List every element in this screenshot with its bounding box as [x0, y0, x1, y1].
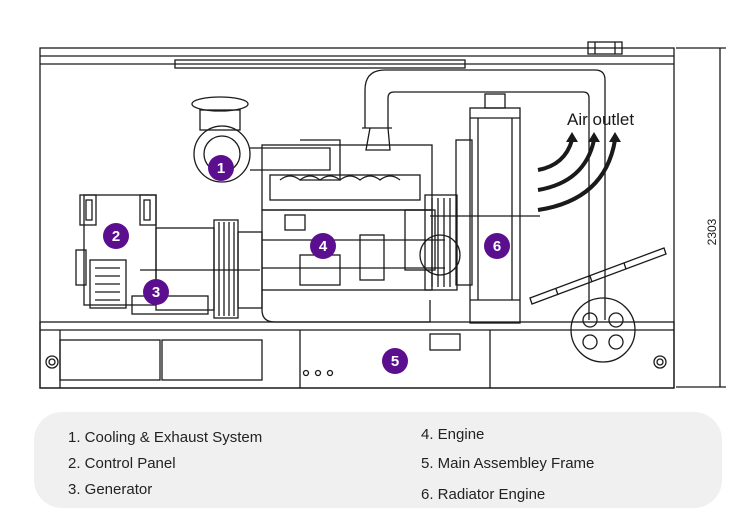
height-dimension-label: 2303 [705, 218, 719, 245]
legend-panel: 1. Cooling & Exhaust System 2. Control P… [34, 412, 722, 508]
marker-2-label: 2 [112, 228, 120, 245]
marker-1-circle [208, 155, 234, 181]
marker-1-label: 1 [217, 160, 225, 177]
air-outlet-arrows [537, 139, 617, 212]
marker-3: 3 [143, 279, 169, 305]
marker-2-circle [103, 223, 129, 249]
marker-3-label: 3 [152, 284, 160, 301]
control-panel [79, 194, 157, 226]
canopy-outline [39, 41, 675, 389]
generator-diagram: Air outlet 2303 1 2 3 4 5 6 [39, 41, 726, 389]
marker-3-circle [143, 279, 169, 305]
air-outlet-label: Air outlet [567, 110, 634, 129]
legend-item-control-panel: 2. Control Panel [68, 455, 176, 472]
exhaust-pipe [362, 69, 606, 320]
legend-item-main-frame: 5. Main Assembley Frame [421, 455, 595, 472]
marker-6: 6 [484, 233, 510, 259]
legend-item-generator: 3. Generator [68, 481, 153, 498]
marker-4: 4 [310, 233, 336, 259]
height-dimension-line [676, 47, 726, 388]
fuel-tank-end [570, 297, 636, 363]
air-louver [529, 247, 667, 305]
marker-5-label: 5 [391, 353, 399, 370]
legend-item-engine: 4. Engine [421, 426, 485, 443]
radiator [424, 93, 540, 324]
base-frame [39, 321, 675, 389]
legend-item-radiator: 6. Radiator Engine [421, 486, 546, 503]
air-outlet-arrowheads [566, 132, 621, 142]
marker-6-circle [484, 233, 510, 259]
marker-4-label: 4 [319, 238, 328, 255]
marker-6-label: 6 [493, 238, 501, 255]
legend-item-cooling-exhaust: 1. Cooling & Exhaust System [68, 429, 263, 446]
marker-5-circle [382, 348, 408, 374]
marker-5: 5 [382, 348, 408, 374]
marker-4-circle [310, 233, 336, 259]
generator-body [75, 194, 263, 319]
engine-block [261, 144, 461, 323]
marker-2: 2 [103, 223, 129, 249]
marker-1: 1 [208, 155, 234, 181]
